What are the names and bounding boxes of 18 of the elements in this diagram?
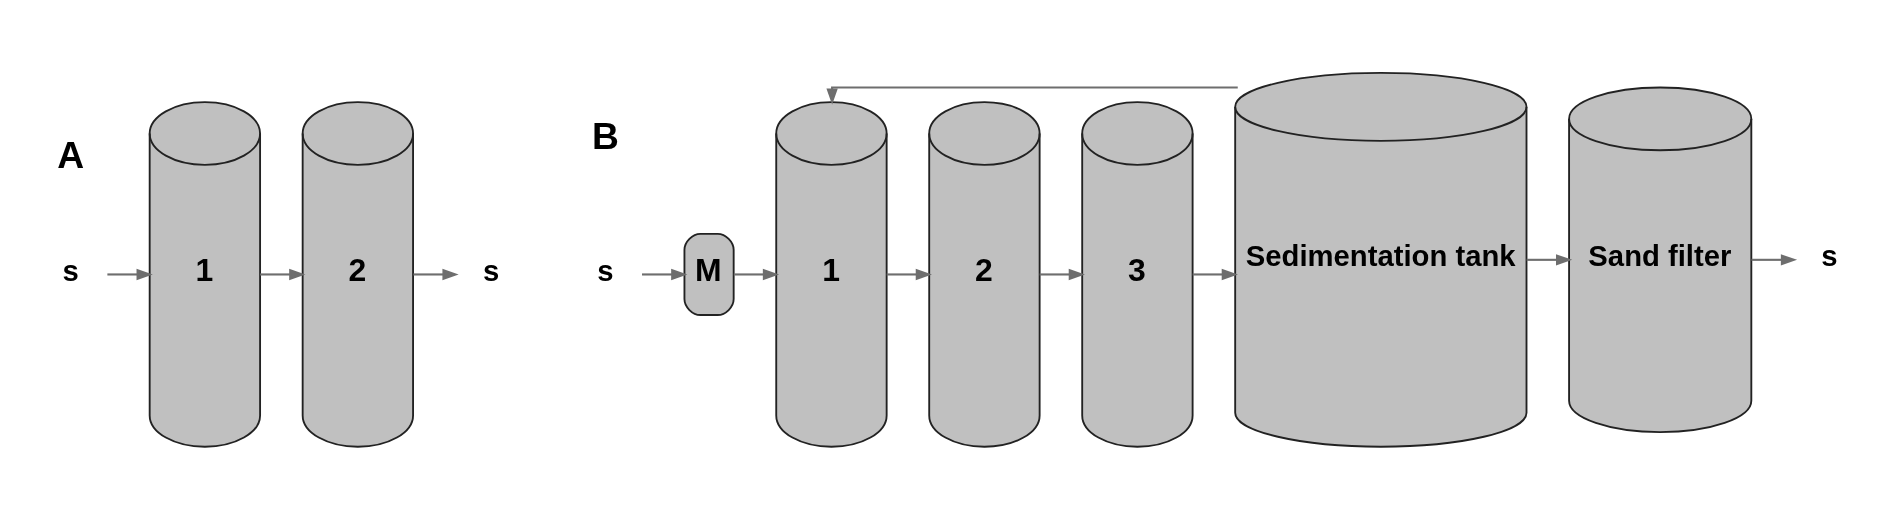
arrow [1192, 268, 1238, 281]
label: A [57, 133, 85, 176]
arrow [1526, 254, 1573, 266]
arrow [107, 268, 153, 281]
arrow [1751, 254, 1798, 266]
arrow [260, 268, 306, 281]
node-box: M [683, 232, 735, 316]
arrow [826, 86, 1238, 105]
arrow [642, 268, 688, 281]
arrow [413, 268, 459, 281]
arrow [1039, 268, 1085, 281]
node-text: s [62, 254, 79, 287]
arrow [733, 268, 780, 281]
arrow [886, 268, 932, 281]
label: B [591, 115, 619, 158]
node-text: s [597, 254, 614, 287]
node-text: s [482, 254, 500, 287]
node-text: s [1821, 239, 1838, 272]
